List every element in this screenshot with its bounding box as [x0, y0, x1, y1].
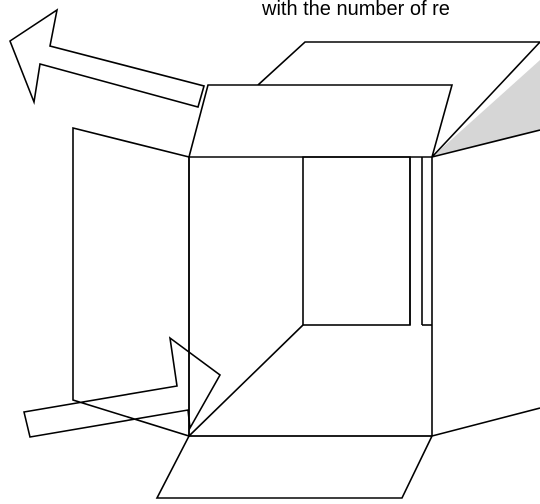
- left-side-panel: [73, 128, 189, 436]
- arrow-out-icon: [10, 10, 204, 107]
- shaded-right-flap: [432, 60, 540, 157]
- right-lower-flap-edge: [432, 408, 540, 436]
- back-inner-wall: [303, 157, 410, 325]
- bottom-front-flap: [157, 436, 432, 498]
- back-top-flap: [258, 42, 540, 85]
- arrow-in-icon: [24, 338, 220, 437]
- front-top-flap: [189, 85, 452, 157]
- inner-floor-diagonal: [189, 325, 303, 436]
